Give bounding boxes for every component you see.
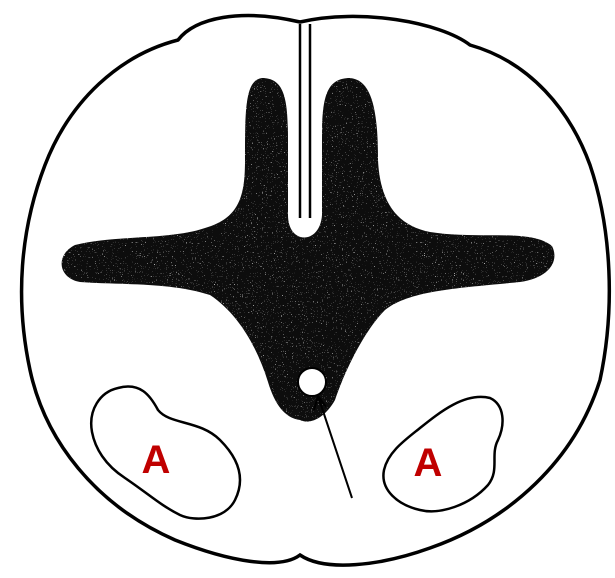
region-label-left: A <box>142 440 171 480</box>
central-canal <box>298 368 326 396</box>
region-label-right: A <box>414 443 443 483</box>
